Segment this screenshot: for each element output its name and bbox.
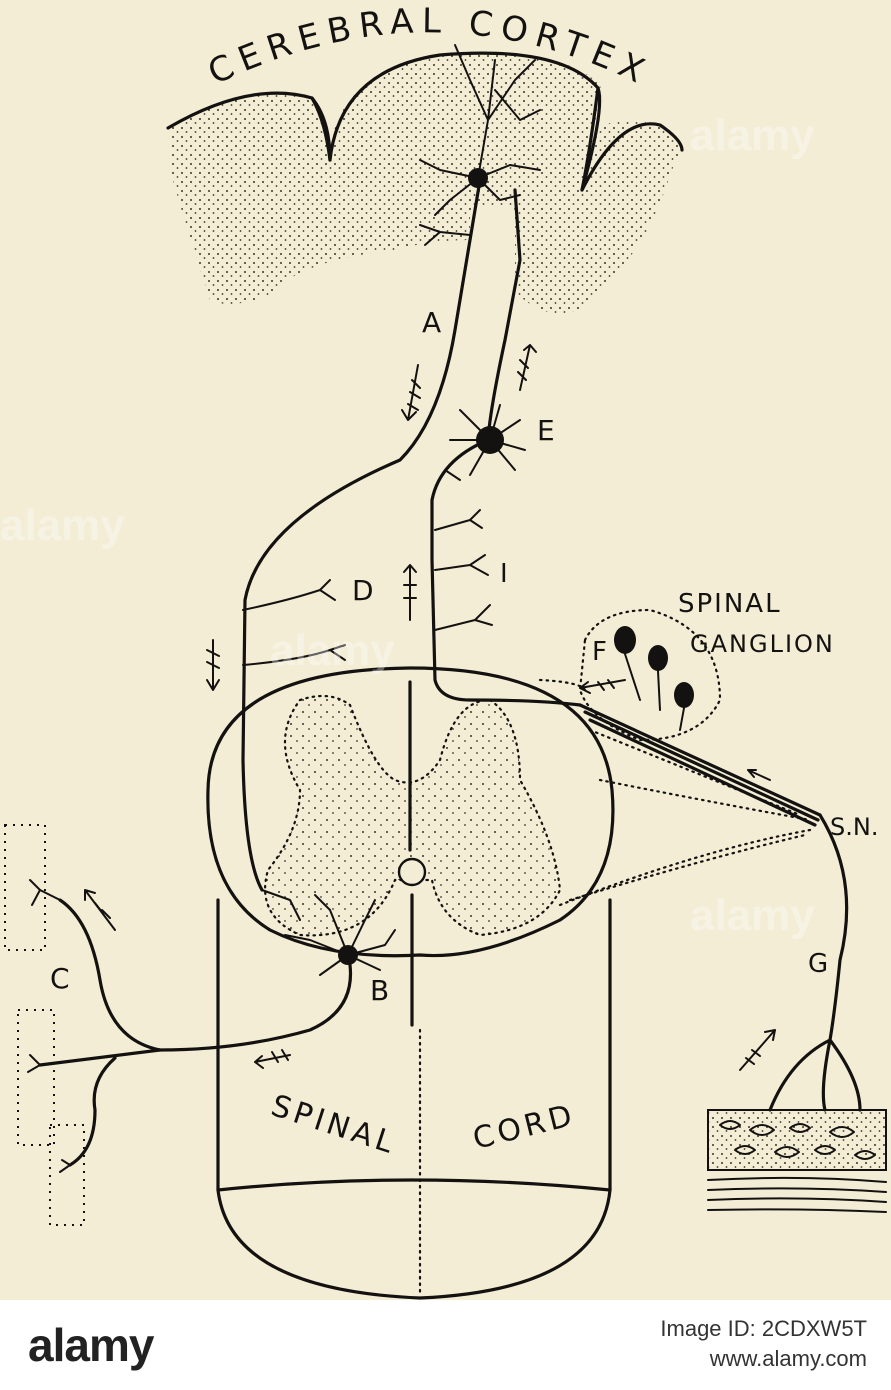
ganglion-cell-1 [614, 626, 636, 654]
arrow-f-left [579, 679, 626, 694]
arrow-descending-left [206, 639, 220, 691]
arrow-e-up [517, 344, 537, 391]
label-a: A [422, 306, 441, 339]
label-c: C [50, 962, 70, 995]
pathway-d [206, 579, 346, 691]
spinal-ganglion [538, 608, 822, 907]
cord-cross-section [206, 666, 615, 958]
label-b: B [370, 974, 389, 1007]
cord-column-rim [216, 1178, 612, 1192]
ganglion-cell-stalks [624, 653, 685, 731]
cortex-shape [170, 53, 681, 315]
motor-endplates [27, 879, 71, 1173]
footer-bar: alamy Image ID: 2CDXW5T www.alamy.com [0, 1300, 891, 1390]
watermark-4: alamy [270, 626, 395, 675]
label-e: E [537, 414, 555, 447]
label-f: F [592, 637, 607, 667]
muscle-fiber-3 [49, 1124, 85, 1226]
site-url: www.alamy.com [709, 1346, 867, 1371]
watermark-1: alamy [690, 111, 815, 160]
footer-logo: alamy [28, 1319, 154, 1371]
cord-column [216, 898, 612, 1300]
skin-cells [719, 1120, 876, 1160]
muscle-fiber-1 [4, 824, 46, 951]
arrow-c-up [84, 889, 116, 931]
neuron-pathway-diagram: CEREBRAL CORTEX SPI [0, 1, 887, 1300]
motor-neuron-b [38, 889, 396, 1167]
watermarks: alamy alamy alamy alamy [0, 111, 815, 940]
arrow-sn-left [747, 769, 771, 781]
arrow-b-left [254, 1049, 291, 1069]
pathway-a [241, 44, 541, 892]
arrow-a-down [401, 364, 421, 421]
image-id: Image ID: 2CDXW5T [660, 1316, 867, 1341]
gray-matter [265, 696, 560, 936]
sensory-fibers [578, 703, 822, 827]
gray-matter-outline [264, 694, 562, 937]
collaterals-d [242, 579, 346, 666]
cerebral-cortex: CEREBRAL CORTEX [166, 1, 684, 315]
axon-b-branch-down [68, 1056, 117, 1167]
skin-section [707, 1109, 887, 1213]
labels: A E I D F SPINAL GANGLION S.N. G B C [50, 306, 878, 1007]
label-g: G [808, 949, 828, 979]
spinal-cord-section: SPINAL CORD [206, 666, 615, 1300]
collaterals-i [434, 469, 493, 631]
label-sn: S.N. [830, 813, 878, 841]
cord-word-2: CORD [469, 1098, 579, 1157]
pathway-e [403, 188, 582, 707]
nerve-g [768, 813, 862, 1112]
sensory-path-g [707, 813, 887, 1213]
spinal-cord-label-1: SPINAL [267, 1088, 401, 1161]
label-d: D [352, 574, 374, 607]
ganglion-cell-2 [648, 645, 668, 671]
axon-a [241, 178, 482, 892]
skin-epidermis [707, 1109, 887, 1171]
arrow-i-up [403, 564, 417, 621]
spinal-cord-label-2: CORD [469, 1098, 579, 1157]
muscle-c [4, 824, 116, 1226]
cortex-sulcus-left [310, 96, 332, 162]
muscle-fiber-2 [17, 1009, 55, 1146]
footer-info: Image ID: 2CDXW5T www.alamy.com [660, 1314, 867, 1374]
cortex-sulcus-right [580, 86, 600, 192]
label-ganglion: GANGLION [690, 630, 835, 658]
central-canal [397, 857, 427, 887]
watermark-2: alamy [690, 891, 815, 940]
cortex-dendrites [419, 44, 541, 246]
root-outline [538, 678, 812, 907]
skin-dermis [707, 1176, 887, 1213]
cell-b-dendrites [261, 889, 396, 976]
axon-b-branch-up [58, 898, 162, 1052]
cell-e-dendrites [449, 404, 526, 476]
arrow-g-up [739, 1029, 776, 1071]
cord-word-1: SPINAL [267, 1088, 401, 1161]
axon-i [430, 438, 582, 707]
ganglion-outline [578, 608, 722, 742]
watermark-3: alamy [0, 501, 125, 550]
ganglion-cell-3 [674, 682, 694, 708]
label-i: I [500, 559, 508, 589]
label-spinal: SPINAL [678, 589, 782, 619]
axon-b [38, 963, 353, 1067]
